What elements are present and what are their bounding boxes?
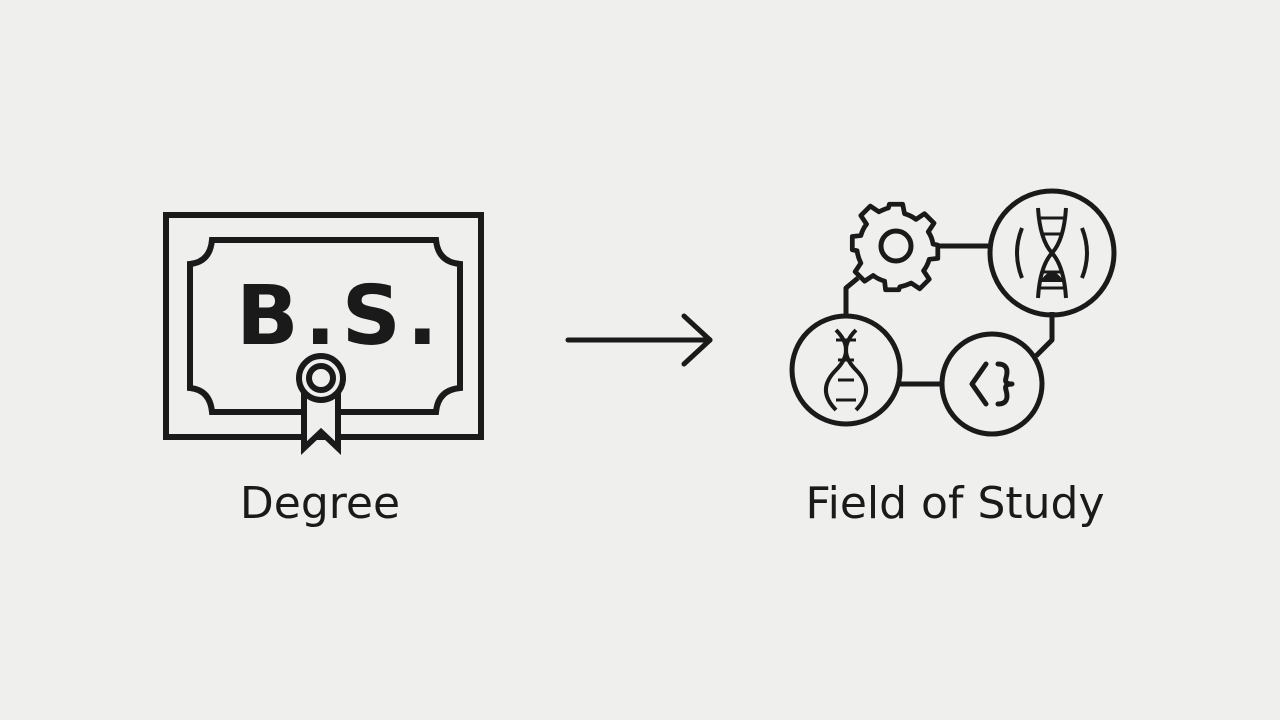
dna-molecule-icon: [987, 188, 1117, 318]
certificate-text: B.S.: [236, 269, 444, 364]
degree-label: Degree: [239, 478, 401, 529]
gear-icon: [849, 201, 941, 293]
seal-outer: [296, 353, 346, 403]
certificate-inner-border: [187, 237, 463, 415]
hourglass-sand: [1040, 272, 1064, 282]
code-brackets-icon: [939, 331, 1045, 437]
field-of-study-label: Field of Study: [805, 478, 1105, 529]
seal-inner: [306, 363, 336, 393]
ribbon-seal-icon: [296, 353, 346, 455]
connector-dna-code: [1034, 312, 1055, 358]
connector-gear-strand: [843, 276, 860, 318]
node-connectors: [843, 243, 1055, 387]
arrow-right-icon: [565, 313, 713, 367]
dna-strand-icon: [789, 313, 903, 427]
